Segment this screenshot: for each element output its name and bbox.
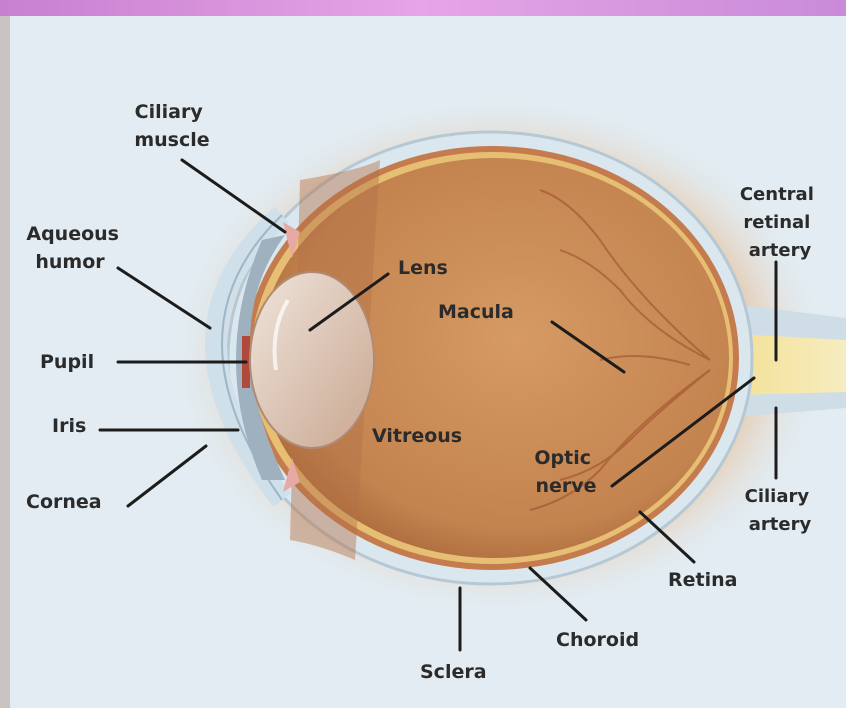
label-pupil: Pupil [40,351,94,373]
left-edge [0,16,10,708]
label-lens: Lens [398,257,448,279]
top-band [0,0,846,16]
label-iris: Iris [52,415,86,437]
label-retina: Retina [668,569,737,591]
label-sclera: Sclera [420,661,487,683]
label-central-retinal-artery: Central retinal artery [740,184,820,261]
label-macula: Macula [438,301,514,323]
label-vitreous: Vitreous [372,425,462,447]
label-cornea: Cornea [26,491,102,513]
label-choroid: Choroid [556,629,639,651]
